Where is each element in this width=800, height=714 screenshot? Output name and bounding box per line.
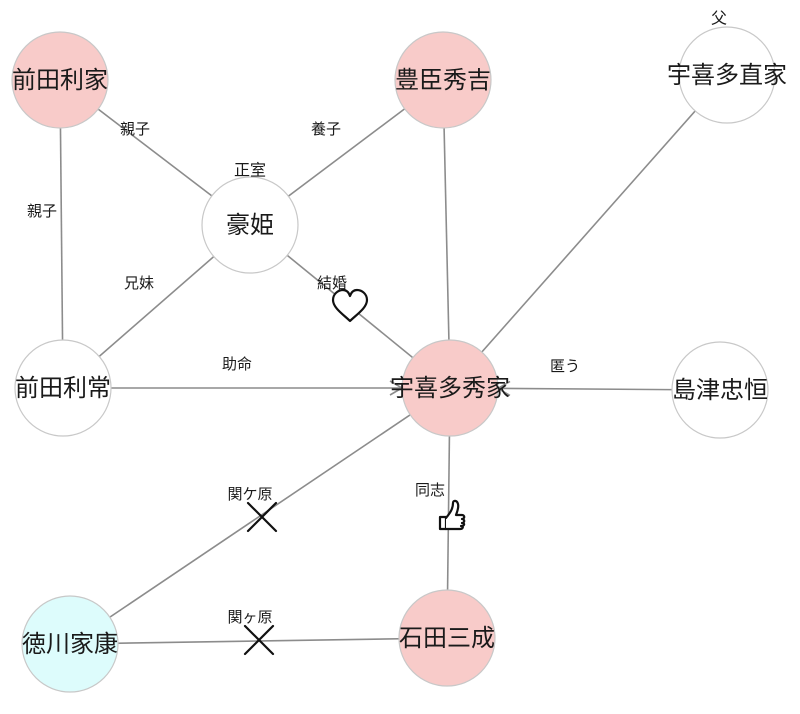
node-label: 豊臣秀吉 <box>395 66 491 94</box>
node-circle <box>671 341 769 439</box>
node-circle <box>678 26 776 124</box>
node-label: 石田三成 <box>399 624 495 652</box>
node-circle <box>11 31 109 129</box>
node-naoie: 宇喜多直家 父 <box>667 9 787 124</box>
edge-toshiie-toshitsune <box>59 79 64 389</box>
node-circle <box>398 589 496 687</box>
edge-label-hideie-ieyasu: 関ケ原 <box>227 485 272 503</box>
edge-label-hideie-mitsunari: 同志 <box>415 481 445 499</box>
edge-label-tadatsune-hideie: 匿う <box>550 357 580 375</box>
node-circle <box>21 595 119 693</box>
node-toshitsune: 前田利常 <box>14 339 112 437</box>
node-tadatsune: 島津忠恒 <box>671 341 769 439</box>
thumbs-up-icon <box>438 499 466 531</box>
edge-label-hideyoshi-gohime: 養子 <box>311 120 341 138</box>
node-label: 宇喜多秀家 <box>390 374 510 402</box>
node-label: 宇喜多直家 <box>667 61 787 89</box>
node-note: 正室 <box>234 161 266 180</box>
edge-labels-layer: 親子親子養子兄妹結婚助命匿う関ケ原同志関ヶ原 <box>27 120 580 626</box>
cross-icon <box>246 501 278 533</box>
node-label: 豪姫 <box>226 211 274 239</box>
node-label: 前田利常 <box>15 374 111 402</box>
edges-layer <box>59 74 728 645</box>
edge-label-toshitsune-hideie: 助命 <box>222 355 252 373</box>
edge-label-toshiie-gohime: 親子 <box>120 120 150 138</box>
node-label: 徳川家康 <box>22 630 118 658</box>
edge-hideyoshi-hideie <box>442 79 451 389</box>
node-label: 前田利家 <box>12 66 108 94</box>
node-hideie: 宇喜多秀家 <box>390 339 510 437</box>
node-hideyoshi: 豊臣秀吉 <box>394 31 492 129</box>
node-circle <box>394 31 492 129</box>
heart-icon <box>331 288 369 323</box>
node-circle <box>401 339 499 437</box>
node-toshiie: 前田利家 <box>11 31 109 129</box>
cross-icon <box>243 624 275 656</box>
edge-label-gohime-hideie: 結婚 <box>317 274 347 292</box>
node-ieyasu: 徳川家康 <box>21 595 119 693</box>
symbols-layer <box>243 288 466 656</box>
node-mitsunari: 石田三成 <box>398 589 496 687</box>
edge-naoie-hideie <box>449 74 728 389</box>
node-label: 島津忠恒 <box>672 376 768 404</box>
edge-label-toshiie-toshitsune: 親子 <box>27 202 57 220</box>
edge-label-gohime-toshitsune: 兄妹 <box>124 274 154 292</box>
edge-label-ieyasu-mitsunari: 関ヶ原 <box>227 608 272 626</box>
node-circle <box>14 339 112 437</box>
node-circle <box>201 176 299 274</box>
node-note: 父 <box>711 9 727 28</box>
